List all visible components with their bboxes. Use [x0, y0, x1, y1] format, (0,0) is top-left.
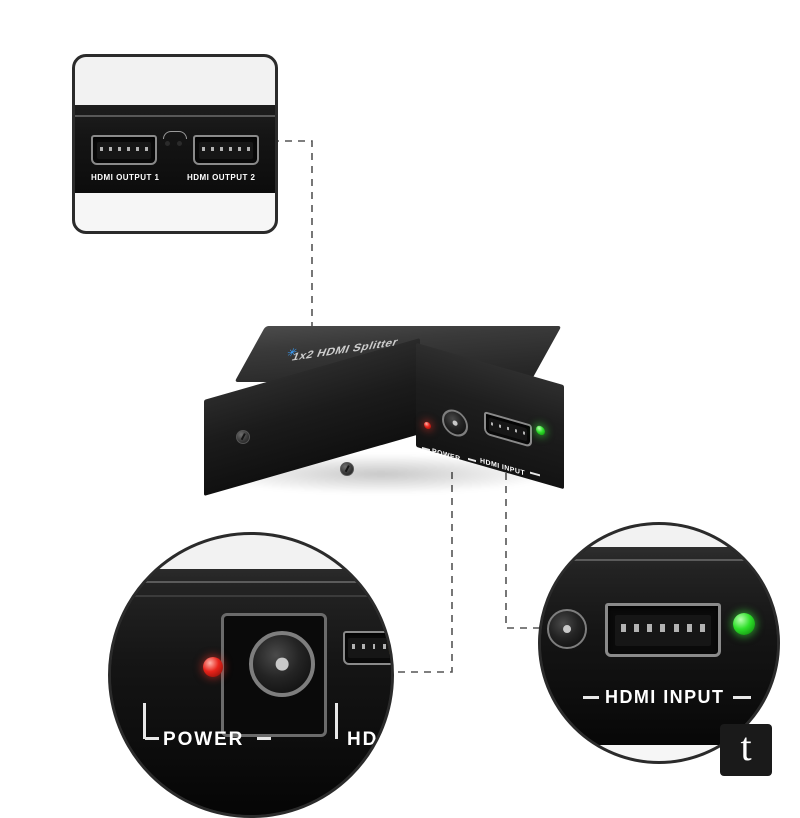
backdrop-top-power [111, 535, 391, 569]
hdmi-input-port-zoom [605, 603, 721, 657]
screw-left-rear [340, 462, 354, 476]
silk-bracket-input-zoom-left [583, 696, 599, 699]
silk-bracket-input-zoom-right [733, 696, 751, 699]
connector-output [272, 140, 356, 342]
device-edge-secondary-power [111, 595, 391, 597]
label-hd-partial: HD [347, 729, 379, 750]
device-edge-highlight-power [111, 581, 391, 583]
vent-hole-right [177, 141, 182, 146]
power-led-zoom [203, 657, 223, 677]
label-hdmi-output-1: HDMI OUTPUT 1 [91, 173, 160, 182]
screw-left-front [236, 430, 250, 444]
hdmi-output-1-port [91, 135, 157, 165]
product-hdmi-splitter: ✳ 1x2 HDMI Splitter POWER HDMI INPUT [196, 326, 568, 508]
backdrop-top-input [541, 525, 777, 547]
input-led-zoom [733, 613, 755, 635]
dc-power-jack-zoom [249, 631, 315, 697]
label-hdmi-output-2: HDMI OUTPUT 2 [187, 173, 256, 182]
vent-hole-left [165, 141, 170, 146]
label-power-zoom: POWER [163, 729, 245, 750]
dc-power-jack-partial [547, 609, 587, 649]
backdrop-top [75, 57, 275, 105]
device-edge-highlight [75, 115, 275, 117]
silk-frame-left [143, 703, 146, 739]
silk-bracket-power-zoom-right [257, 737, 271, 740]
label-hdmi-input-zoom: HDMI INPUT [605, 687, 725, 707]
backdrop-bottom-input [541, 745, 777, 761]
callout-hdmi-input-detail: HDMI INPUT [538, 522, 780, 764]
silk-frame-mid [335, 703, 338, 739]
hdmi-output-2-port [193, 135, 259, 165]
hdmi-input-port-partial [343, 631, 391, 665]
arc-silkscreen [163, 131, 187, 139]
callout-output-ports: HDMI OUTPUT 1 HDMI OUTPUT 2 [72, 54, 278, 234]
watermark-logo: t [720, 724, 772, 776]
callout-power-detail: POWER HD [108, 532, 394, 818]
scene-canvas: HDMI OUTPUT 1 HDMI OUTPUT 2 ✳ 1x2 HDMI S… [0, 0, 800, 800]
silk-bracket-power-zoom-left [145, 737, 159, 740]
backdrop-bottom [75, 193, 275, 231]
device-edge-highlight-input [541, 559, 777, 561]
